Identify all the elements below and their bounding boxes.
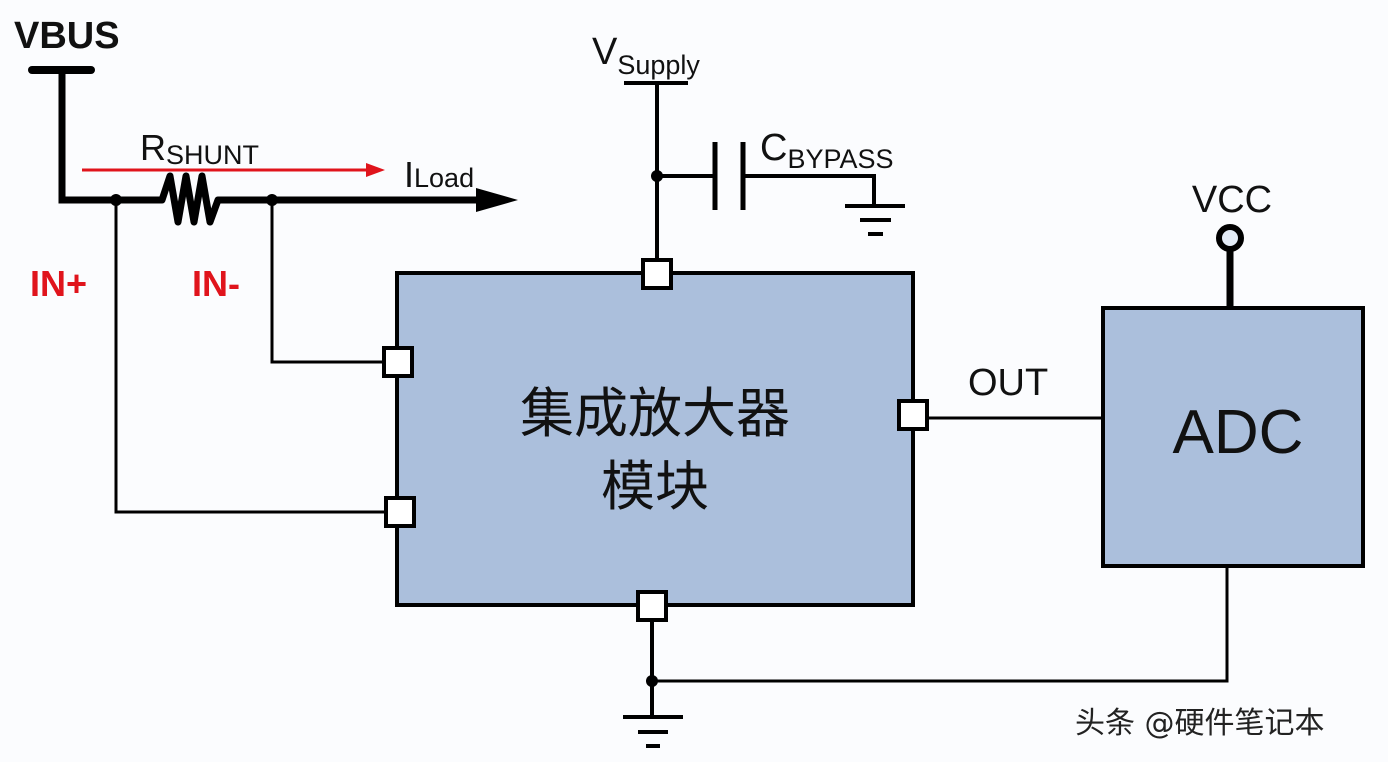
capacitor-icon	[657, 142, 876, 210]
pin-out	[897, 399, 929, 431]
in-minus-wire	[270, 200, 384, 364]
cbypass-label: CBYPASS	[760, 127, 894, 174]
arrow-icon	[476, 188, 518, 212]
vbus-wire	[58, 70, 155, 204]
out-label: OUT	[968, 362, 1048, 404]
rshunt-label: RSHUNT	[140, 127, 259, 170]
adc-label: ADC	[1173, 398, 1304, 467]
ground-icon	[623, 715, 683, 748]
vsupply-label: VSupply	[592, 31, 700, 80]
amplifier-label-line2: 模块	[601, 455, 709, 518]
pin-in-minus	[382, 346, 414, 378]
vcc-terminal-icon	[1216, 224, 1244, 308]
in-minus-label: IN-	[192, 263, 240, 304]
resistor-icon	[155, 172, 272, 226]
current-arrow-icon	[366, 163, 385, 177]
adc-block	[1101, 306, 1365, 568]
vcc-label: VCC	[1192, 179, 1272, 221]
watermark: 头条 @硬件笔记本	[1075, 706, 1325, 741]
ground-icon	[845, 204, 905, 236]
vbus-label: VBUS	[14, 15, 120, 57]
amplifier-label-line1: 集成放大器	[520, 382, 790, 445]
pin-gnd	[636, 590, 668, 622]
iload-label: ILoad	[404, 154, 474, 195]
pin-vsupply	[641, 258, 673, 290]
in-plus-label: IN+	[30, 263, 87, 304]
pin-in-plus	[384, 496, 416, 528]
adc-gnd-wire	[652, 566, 1229, 683]
junction-dot-gnd	[646, 675, 658, 687]
in-plus-wire	[114, 200, 388, 514]
